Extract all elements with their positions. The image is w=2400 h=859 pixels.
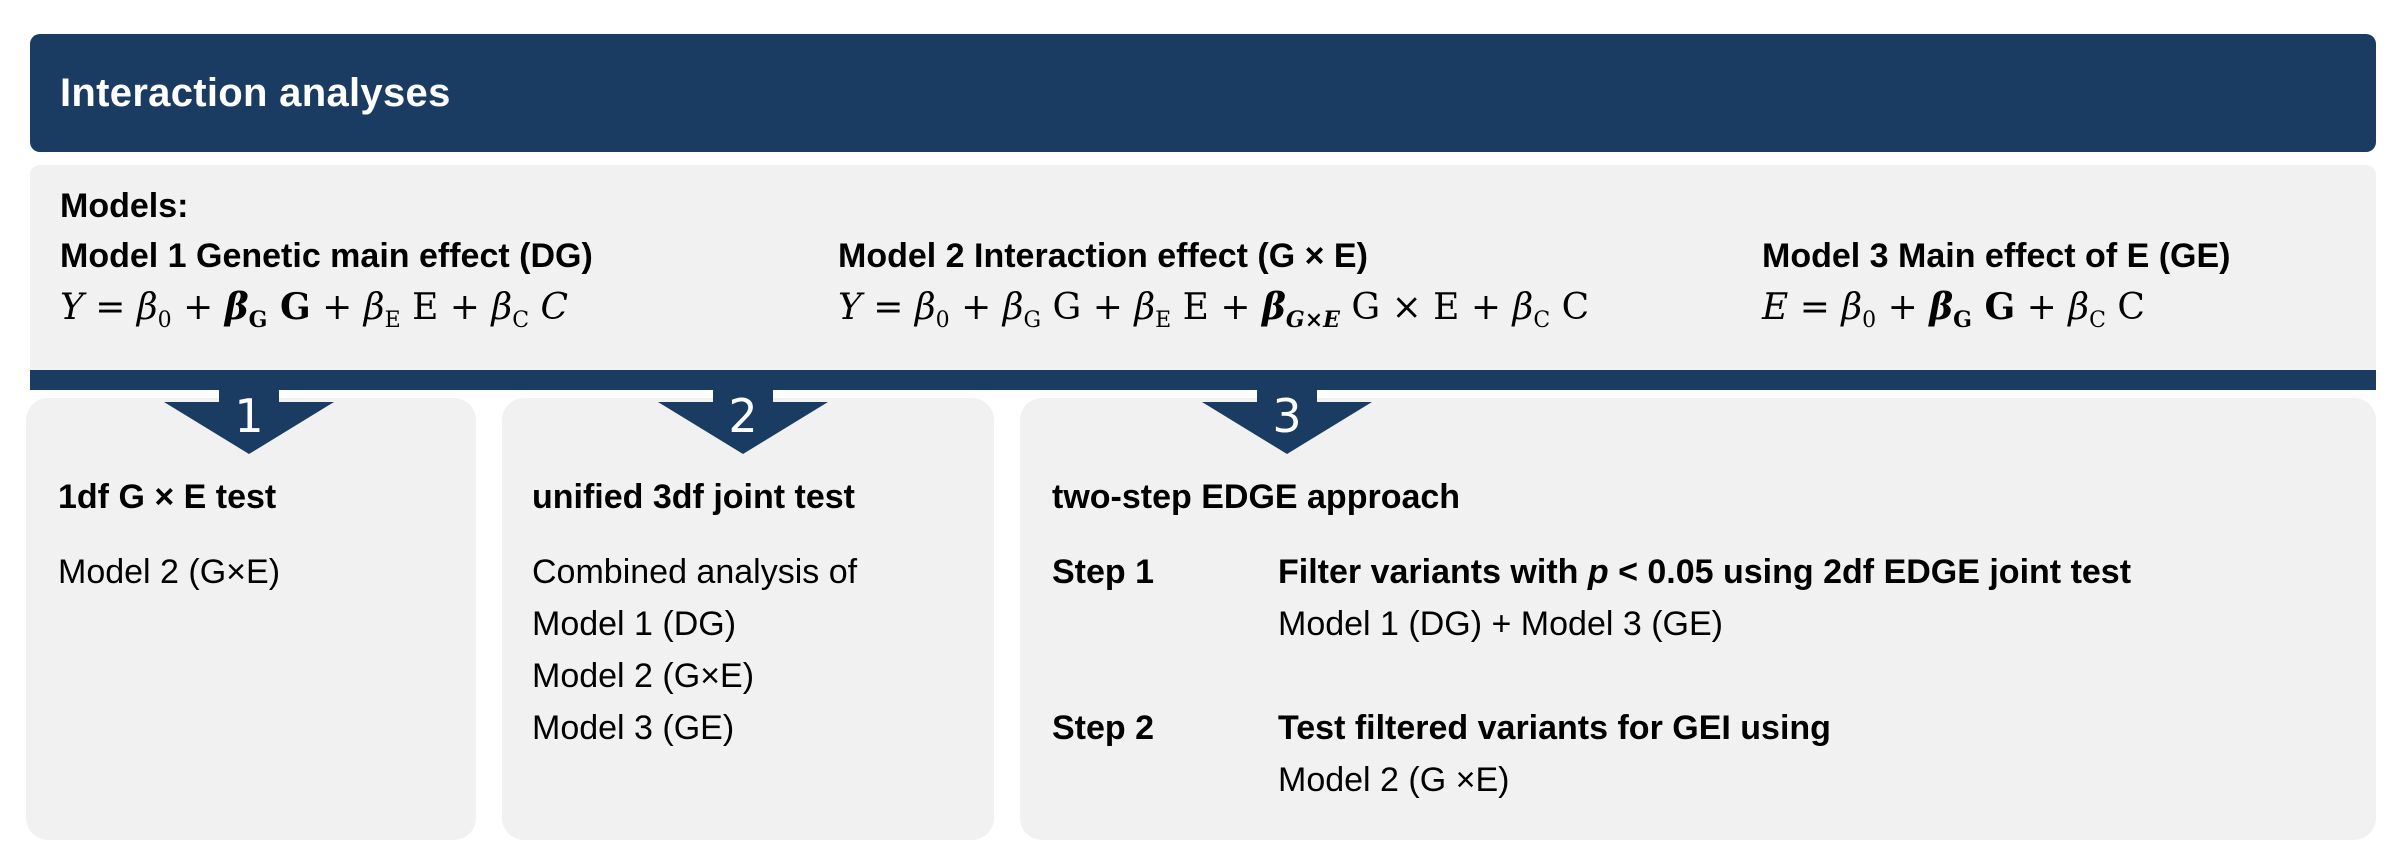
panel-edge-approach: two-step EDGE approach Step 1 Filter var… xyxy=(1020,398,2376,840)
panel-1-line: Model 2 (G×E) xyxy=(58,553,281,591)
models-box: Models: Model 1 Genetic main effect (DG)… xyxy=(30,165,2376,377)
arrow-down-icon xyxy=(164,388,334,454)
step-1-label: Step 1 xyxy=(1052,553,1155,591)
step-2-text: Test filtered variants for GEI using Mod… xyxy=(1278,702,1831,806)
model-2: Model 2 Interaction effect (G × E) Y = β… xyxy=(838,237,1589,333)
arrow-2-number: 2 xyxy=(728,389,758,443)
model-2-equation: Y = β0 + βG G + βE E + βG×E G × E + βC C xyxy=(838,286,1590,333)
panel-1-title: 1df G × E test xyxy=(58,478,277,516)
separator-bar xyxy=(30,370,2376,390)
model-1-equation: Y = β0 + βG G + βE E + βC C xyxy=(60,286,569,333)
model-3-equation: E = β0 + βG G + βC C xyxy=(1762,286,2145,333)
arrow-2: 2 xyxy=(658,388,828,459)
step-1-text: Filter variants with p < 0.05 using 2df … xyxy=(1278,546,2131,650)
arrow-3: 3 xyxy=(1202,388,1372,459)
step-1-sub: Model 1 (DG) + Model 3 (GE) xyxy=(1278,605,1723,643)
arrow-down-icon xyxy=(658,388,828,454)
panel-3-title: two-step EDGE approach xyxy=(1052,478,1461,516)
step-2-sub: Model 2 (G ×E) xyxy=(1278,761,1510,799)
model-2-title: Model 2 Interaction effect (G × E) xyxy=(838,237,1368,275)
panel-3df-joint-test: unified 3df joint test Combined analysis… xyxy=(502,398,994,840)
models-label: Models: xyxy=(60,187,189,225)
panel-2-line: Model 1 (DG) xyxy=(532,605,737,643)
panel-2-title: unified 3df joint test xyxy=(532,478,855,516)
panel-1df-test: 1df G × E test Model 2 (G×E) xyxy=(26,398,476,840)
panel-2-line: Model 2 (G×E) xyxy=(532,657,755,695)
arrow-down-icon xyxy=(1202,388,1372,454)
model-3: Model 3 Main effect of E (GE) E = β0 + β… xyxy=(1762,237,2230,333)
model-3-title: Model 3 Main effect of E (GE) xyxy=(1762,237,2231,275)
panel-2-line: Model 3 (GE) xyxy=(532,709,735,747)
panel-2-line: Combined analysis of xyxy=(532,553,858,591)
model-1-title: Model 1 Genetic main effect (DG) xyxy=(60,237,593,275)
arrow-1-number: 1 xyxy=(234,389,264,443)
step-2-label: Step 2 xyxy=(1052,709,1155,747)
header-bar: Interaction analyses xyxy=(30,34,2376,152)
header-title: Interaction analyses xyxy=(60,70,451,115)
arrow-1: 1 xyxy=(164,388,334,459)
model-1: Model 1 Genetic main effect (DG) Y = β0 … xyxy=(60,237,593,333)
arrow-3-number: 3 xyxy=(1272,389,1302,443)
